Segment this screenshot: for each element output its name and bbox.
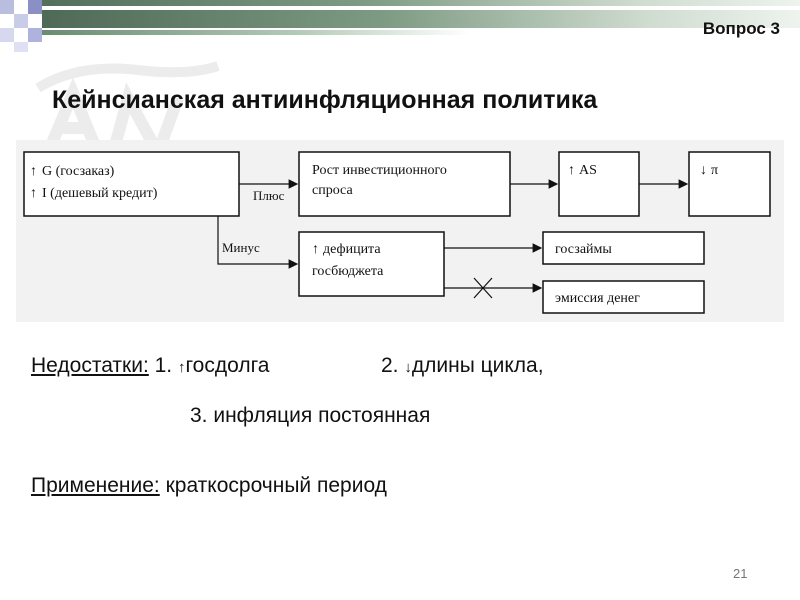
drawbacks-item2-prefix: 2. (381, 354, 405, 377)
box-emission (542, 280, 705, 314)
box-pi (688, 151, 771, 217)
drawbacks-item1-text: госдолга (185, 354, 270, 377)
box-deficit-line-1: дефицита (323, 242, 381, 257)
up-arrow-icon: ↑ (177, 359, 186, 376)
box-loans-text: госзаймы (555, 242, 612, 257)
drawbacks-item2: 2. ↓длины цикла, (381, 354, 544, 378)
drawbacks-label: Недостатки: (31, 354, 149, 377)
page-number: 21 (733, 566, 748, 581)
question-label: Вопрос 3 (702, 19, 780, 38)
box-deficit-arrow: ↑ (312, 242, 319, 257)
box-pi-text: π (711, 163, 718, 178)
drawbacks-line: Недостатки: 1. ↑госдолга (31, 354, 269, 378)
drawbacks-item2-text: длины цикла, (411, 354, 544, 377)
box-policy-line-2: I (дешевый кредит) (42, 186, 158, 201)
box-as-text: AS (579, 163, 597, 178)
box-investment (298, 151, 511, 217)
box-deficit (298, 231, 445, 297)
box-as (558, 151, 640, 217)
box-policy-arrow-2: ↑ (30, 186, 37, 201)
box-policy-line-1: G (госзаказ) (42, 164, 115, 179)
arrow-policy-to-deficit (217, 216, 299, 269)
logo-watermark (35, 61, 220, 168)
application-text: краткосрочный период (159, 474, 387, 497)
box-investment-line-2: спроса (312, 183, 353, 198)
diagram: ↑ G (госзаказ) ↑ I (дешевый кредит) Рост… (16, 140, 784, 322)
box-investment-line-1: Рост инвестиционного (312, 163, 447, 178)
label-plus: Плюс (253, 188, 285, 203)
box-policy (23, 151, 240, 217)
application-line: Применение: краткосрочный период (31, 474, 387, 498)
label-minus: Минус (222, 240, 260, 255)
drawbacks-item3: 3. инфляция постоянная (190, 404, 431, 427)
cross-mark (473, 277, 493, 299)
drawbacks-item1-prefix: 1. (148, 354, 178, 377)
box-emission-text: эмиссия денег (555, 291, 640, 306)
box-as-arrow: ↑ (568, 163, 575, 178)
diagram-canvas: ↑ G (госзаказ) ↑ I (дешевый кредит) Рост… (23, 151, 771, 314)
application-label: Применение: (31, 474, 160, 497)
box-pi-arrow: ↓ (700, 163, 707, 178)
box-loans (542, 231, 705, 265)
down-arrow-icon: ↓ (404, 359, 412, 376)
slide-title: Кейнсианская антиинфляционная политика (52, 86, 598, 114)
box-policy-arrow-1: ↑ (30, 164, 37, 179)
header-banner (0, 0, 800, 52)
box-deficit-line-2: госбюджета (312, 264, 384, 279)
